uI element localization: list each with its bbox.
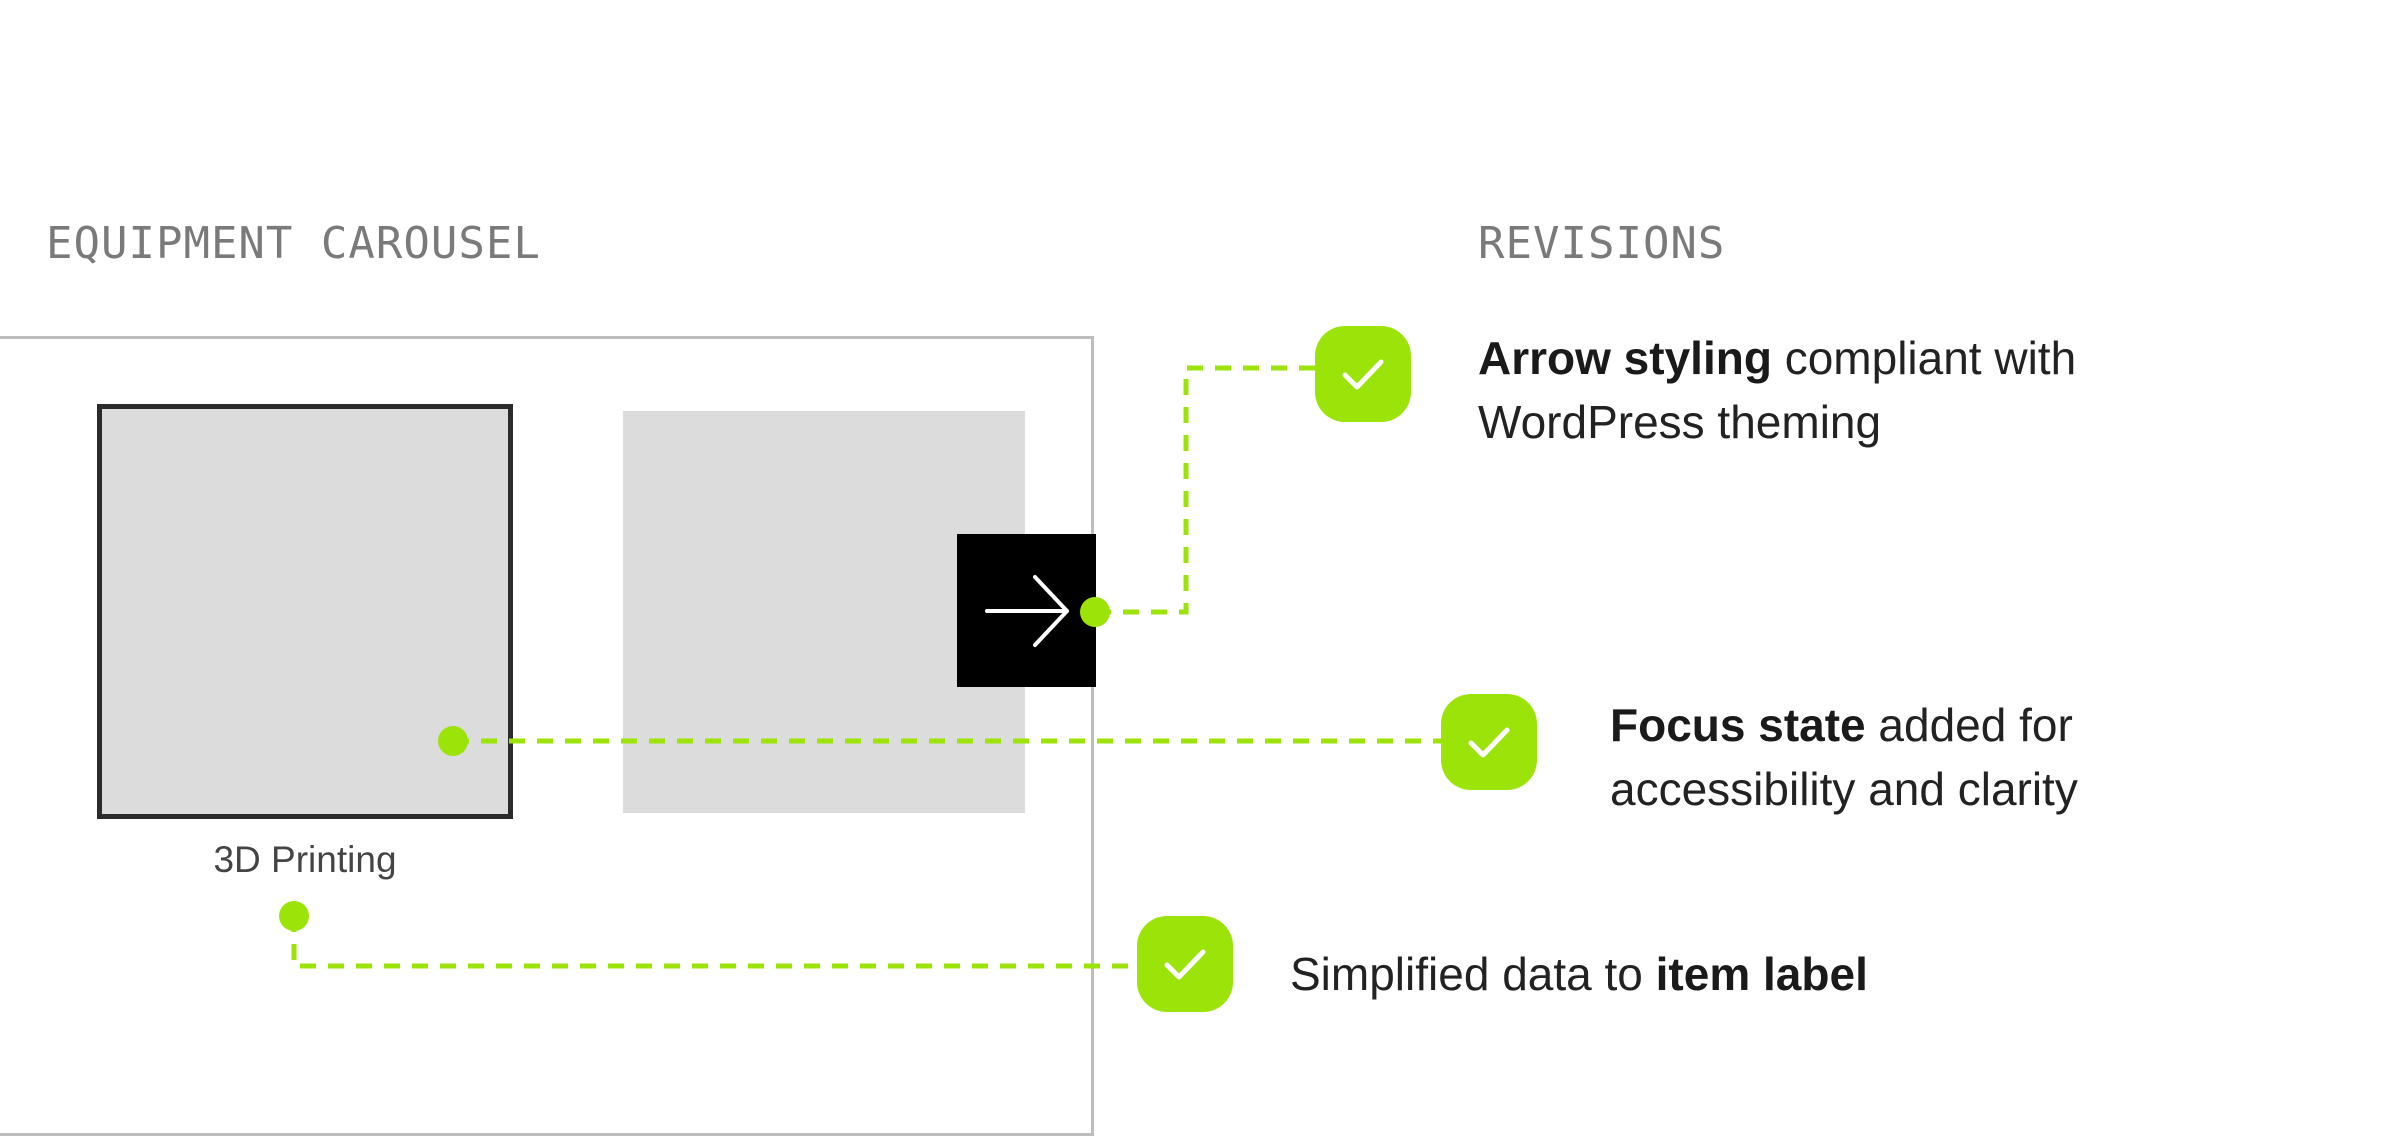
revision-bold: Focus state	[1610, 699, 1866, 751]
check-badge	[1137, 916, 1233, 1012]
connector-arrow-styling	[1095, 365, 1315, 615]
arrow-right-icon	[984, 574, 1069, 647]
check-icon	[1164, 949, 1206, 980]
carousel-heading: EQUIPMENT CAROUSEL	[46, 218, 541, 269]
revisions-heading: REVISIONS	[1478, 218, 1726, 269]
check-badge	[1315, 326, 1411, 422]
connector-dot-label	[279, 901, 309, 931]
revision-rest: compliant with WordPress theming	[1478, 332, 2077, 448]
carousel-next-button[interactable]	[957, 534, 1096, 687]
revision-bold: item label	[1655, 948, 1868, 1000]
revision-bold: Arrow styling	[1478, 332, 1772, 384]
revision-plain: Simplified data to	[1290, 948, 1656, 1000]
revision-focus-state: Focus state added for accessibility and …	[1610, 693, 2170, 821]
connector-item-label	[291, 916, 1137, 969]
check-badge	[1441, 694, 1537, 790]
check-icon	[1342, 359, 1384, 390]
revision-item-label: Simplified data to item label	[1290, 942, 2090, 1006]
revision-rest: added for accessibility and clarity	[1610, 699, 2078, 815]
connector-dot-arrow	[1080, 597, 1110, 627]
carousel-item-label: 3D Printing	[213, 839, 397, 880]
connector-lines	[279, 365, 1441, 969]
check-icon	[1468, 727, 1510, 758]
revision-arrow-styling: Arrow styling compliant with WordPress t…	[1478, 326, 2078, 454]
connector-dot-focus	[438, 726, 468, 756]
